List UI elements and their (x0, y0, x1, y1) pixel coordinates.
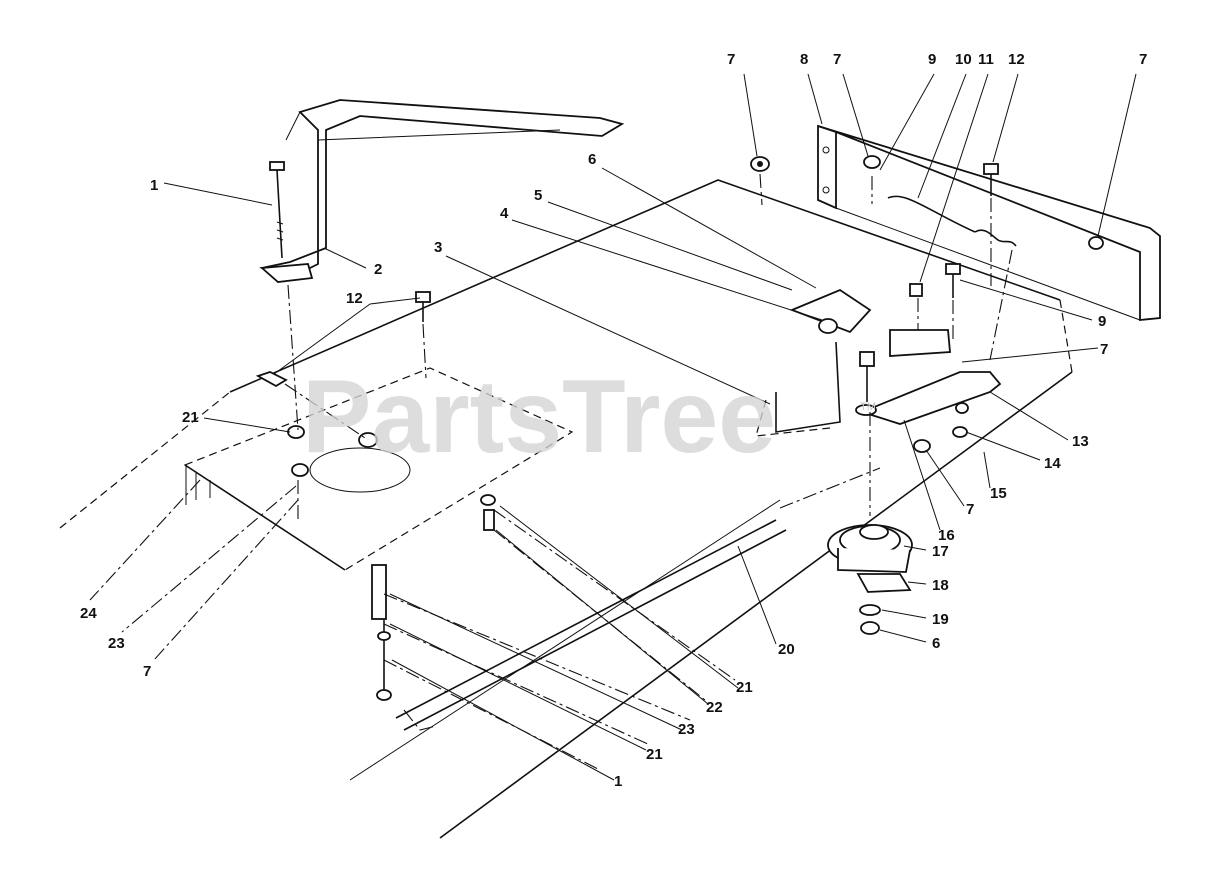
callout-label: 7 (143, 663, 151, 680)
callout-label: 23 (678, 721, 695, 738)
spacer-assembly (371, 564, 392, 701)
part-17-pulley (827, 524, 913, 573)
callout-label: 21 (182, 409, 199, 426)
part-8-rear-bar (817, 124, 1161, 321)
leader-lines (163, 73, 1137, 781)
callout-label: 23 (108, 635, 125, 652)
part-19-washer (859, 604, 881, 616)
callout-label: 5 (534, 187, 542, 204)
callout-label: 9 (1098, 313, 1106, 330)
callout-label: 9 (928, 51, 936, 68)
callout-label: 6 (932, 635, 940, 652)
callout-label: 19 (932, 611, 949, 628)
callout-label: 1 (614, 773, 622, 790)
callout-label: 12 (1008, 51, 1025, 68)
fastener-parts (255, 155, 1104, 531)
callout-label: 24 (80, 605, 97, 622)
callout-label: 17 (932, 543, 949, 560)
part-3-rod (755, 341, 841, 437)
callout-label: 1 (150, 177, 158, 194)
callout-label: 15 (990, 485, 1007, 502)
callout-label: 21 (736, 679, 753, 696)
callout-labels: 7 8 7 9 10 11 12 7 1 2 6 5 4 3 12 9 7 21… (80, 51, 1147, 790)
callout-label: 11 (978, 51, 994, 68)
callout-label: 8 (800, 51, 808, 68)
callout-label: 7 (1139, 51, 1147, 68)
callout-label: 6 (588, 151, 596, 168)
callout-label: 22 (706, 699, 723, 716)
part-2-bracket (259, 99, 625, 283)
callout-label: 21 (646, 746, 663, 763)
part-1-bolt (269, 161, 285, 259)
callout-label: 12 (346, 290, 363, 307)
callout-label: 7 (966, 501, 974, 518)
part-20-rod (395, 519, 787, 731)
callout-label: 3 (434, 239, 442, 256)
sub-plate (183, 367, 574, 571)
callout-label: 2 (374, 261, 382, 278)
callout-label: 7 (1100, 341, 1108, 358)
callout-label: 14 (1044, 455, 1061, 472)
callout-label: 7 (833, 51, 841, 68)
callout-label: 7 (727, 51, 735, 68)
callout-label: 20 (778, 641, 795, 658)
watermark: PartsTree (302, 359, 776, 475)
callout-label: 18 (932, 577, 949, 594)
callout-label: 13 (1072, 433, 1089, 450)
part-18-bracket (856, 573, 912, 593)
callout-label: 4 (500, 205, 509, 222)
part-10-spring (887, 195, 1017, 247)
deck-plate (59, 179, 1073, 839)
callout-label: 16 (938, 527, 955, 544)
part-13-idler-arm (789, 288, 1002, 425)
watermark-trademark: TM (860, 401, 876, 413)
part-6-nut-bottom (860, 621, 880, 635)
callout-label: 10 (955, 51, 972, 68)
